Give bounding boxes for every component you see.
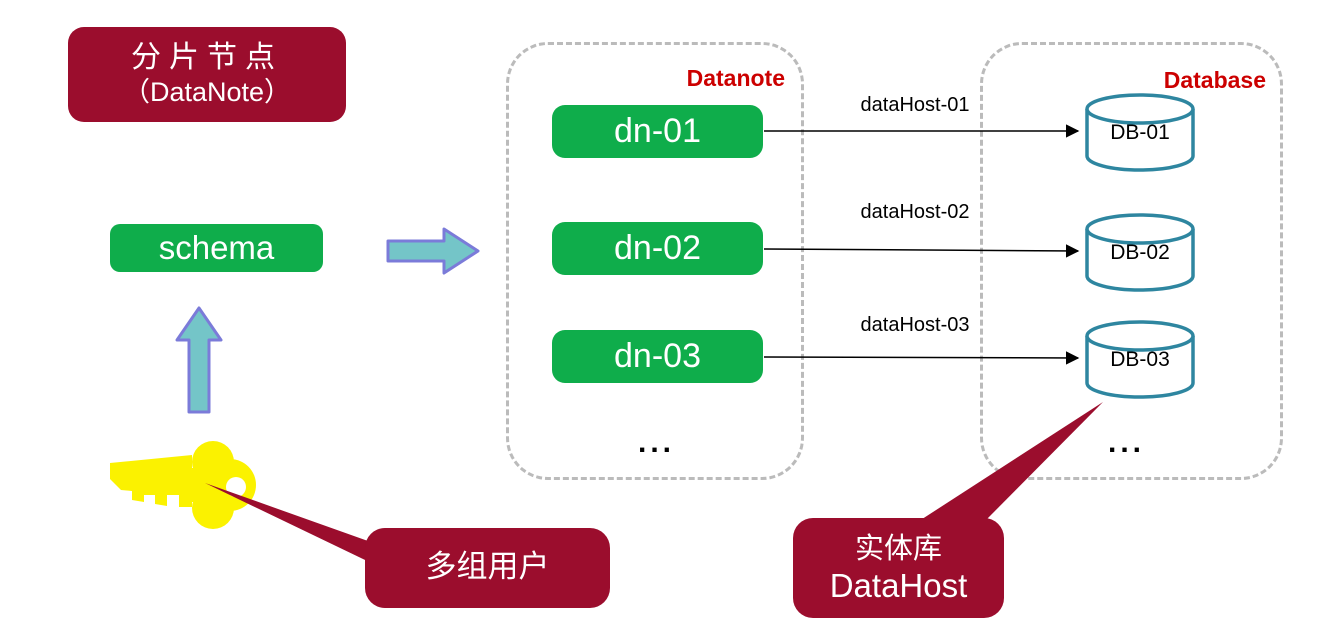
datanote-container-label: Datanote	[686, 65, 785, 91]
database-container-label: Database	[1163, 67, 1266, 93]
key-icon	[110, 441, 256, 529]
users-callout-tail	[205, 483, 392, 573]
connector-label-datahost-02: dataHost-02	[860, 201, 970, 223]
database-label-db-02: DB-02	[1110, 241, 1170, 264]
schema-node: schema	[110, 224, 323, 272]
arrow-right-icon	[386, 227, 480, 275]
database-ellipsis: ...	[1108, 426, 1146, 459]
users-callout-label: 多组用户	[425, 549, 550, 586]
datanote-title-line1: 分片节点	[131, 40, 283, 74]
arrow-up-icon	[175, 306, 223, 414]
key-hole	[226, 477, 246, 497]
datanote-title-line2: （DataNote）	[122, 77, 292, 108]
datahost-callout-line1: 实体库	[854, 530, 942, 565]
datahost-callout-line2: DataHost	[829, 566, 968, 604]
datanode-dn-03: dn-03	[552, 330, 763, 383]
connector-label-datahost-01: dataHost-01	[860, 94, 970, 116]
datanode-dn-02: dn-02	[552, 222, 763, 275]
datanote-title-box: 分片节点 （DataNote）	[68, 27, 346, 122]
datahost-callout: 实体库 DataHost	[793, 518, 1004, 618]
connector-label-datahost-03: dataHost-03	[860, 314, 970, 336]
datanote-ellipsis: ...	[638, 426, 676, 459]
database-label-db-01: DB-01	[1110, 121, 1170, 144]
datanote-container: Datanote	[506, 42, 804, 480]
users-callout: 多组用户	[365, 528, 610, 608]
database-container: Database	[980, 42, 1283, 480]
datanode-dn-01: dn-01	[552, 105, 763, 158]
database-label-db-03: DB-03	[1110, 348, 1170, 371]
